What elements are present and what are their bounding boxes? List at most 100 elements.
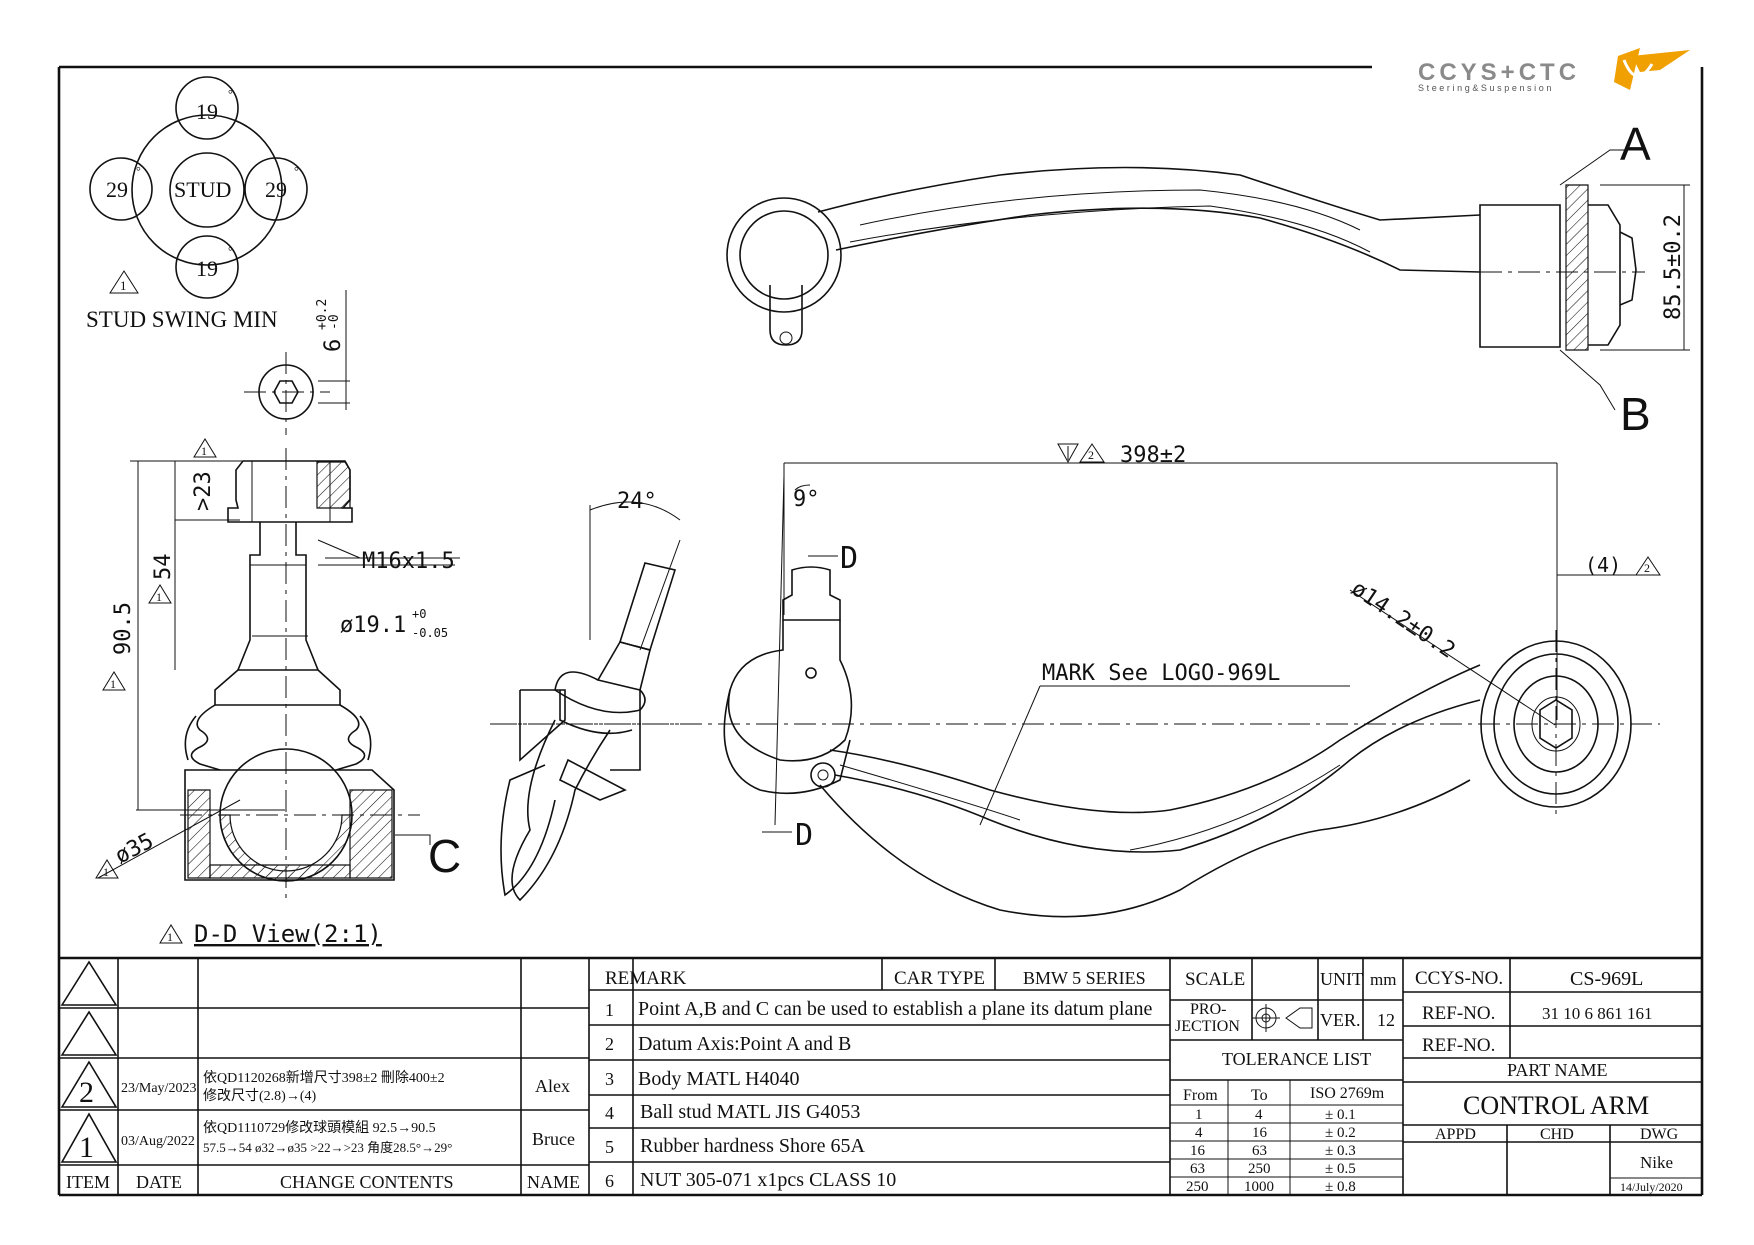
part-name-value: CONTROL ARM (1463, 1091, 1649, 1120)
svg-text:+0.2: +0.2 (315, 299, 330, 330)
revision-triangle-icon (193, 438, 217, 458)
logo-mark-icon (1614, 48, 1690, 90)
svg-text:1: 1 (156, 590, 162, 604)
svg-text:16: 16 (1190, 1143, 1206, 1159)
svg-text:1: 1 (1195, 1107, 1203, 1123)
logo-tagline: Steering&Suspension (1418, 83, 1554, 93)
datum-flag-icon (1057, 443, 1079, 464)
top-view-arm: 85.5±0.2 A B (726, 118, 1690, 440)
rev-header-item: ITEM (66, 1172, 110, 1192)
ver-value: 12 (1377, 1010, 1395, 1030)
svg-text:± 0.1: ± 0.1 (1325, 1107, 1356, 1123)
rev-date-2: 23/May/2023 (121, 1081, 196, 1096)
car-type-value: BMW 5 SERIES (1023, 968, 1146, 988)
swing-top: 19 (196, 99, 218, 124)
rev-content-1b: 57.5→54 ø32→ø35 >22→>23 角度28.5°→29° (203, 1140, 452, 1155)
svg-text:1: 1 (605, 1000, 614, 1020)
unit-value: mm (1370, 970, 1396, 989)
view-label: D-D View(2:1) (194, 920, 382, 948)
rev-header-contents: CHANGE CONTENTS (280, 1172, 454, 1192)
svg-text:JECTION: JECTION (1175, 1018, 1240, 1035)
dim-90-5: 90.5 (111, 602, 136, 655)
svg-text:°: ° (136, 164, 141, 178)
revision-triangle-icon (1079, 443, 1105, 463)
rev-content-1a: 依QD1110729修改球頭模組 92.5→90.5 (203, 1120, 436, 1136)
ref-no-value-1: 31 10 6 861 161 (1542, 1004, 1653, 1023)
ccys-no-label: CCYS-NO. (1415, 968, 1503, 989)
swing-left: 29 (106, 177, 128, 202)
svg-text:-0.05: -0.05 (412, 626, 448, 640)
svg-text:± 0.2: ± 0.2 (1325, 1125, 1356, 1141)
projection-symbol-icon (1252, 1004, 1313, 1032)
svg-text:°: ° (228, 244, 233, 258)
dim-dia-35: ø35 (111, 829, 158, 870)
revision-triangle-icon (60, 960, 118, 1006)
revision-triangle-icon (60, 1010, 118, 1056)
swing-title: STUD SWING MIN (86, 307, 278, 332)
unit-label: UNIT (1320, 969, 1363, 989)
remark-item-6: NUT 305-071 x1pcs CLASS 10 (640, 1169, 896, 1191)
dim-dia-14-2: ø14.2±0.2 (1347, 576, 1460, 663)
revision-triangle-icon (148, 584, 172, 604)
svg-text:2: 2 (605, 1034, 614, 1054)
svg-text:+0: +0 (412, 607, 426, 621)
rev-header-date: DATE (136, 1172, 182, 1192)
dwg-label: DWG (1640, 1126, 1679, 1143)
dim-54: 54 (151, 554, 176, 581)
dim-398: 398±2 (1120, 443, 1186, 468)
ref-no-label-2: REF-NO. (1422, 1035, 1495, 1056)
svg-text:1000: 1000 (1244, 1179, 1274, 1195)
mark-note: MARK See LOGO-969L (1042, 661, 1280, 686)
tolerance-title: TOLERANCE LIST (1222, 1049, 1371, 1069)
svg-text:250: 250 (1248, 1161, 1271, 1177)
swing-center: STUD (174, 177, 231, 202)
dim-angle-9: 9° (793, 487, 820, 512)
svg-text:250: 250 (1186, 1179, 1209, 1195)
section-d-bottom: D (795, 818, 813, 853)
svg-text:To: To (1251, 1087, 1268, 1104)
svg-text:± 0.3: ± 0.3 (1325, 1143, 1356, 1159)
remark-item-5: Rubber hardness Shore 65A (640, 1135, 866, 1157)
svg-text:1: 1 (110, 677, 116, 691)
dim-hex: 6 (321, 339, 346, 352)
rev-item-1: 1 (79, 1131, 94, 1164)
ver-label: VER. (1320, 1010, 1361, 1030)
svg-text:°: ° (294, 164, 299, 178)
svg-text:From: From (1183, 1087, 1218, 1104)
svg-text:63: 63 (1190, 1161, 1205, 1177)
rev-name-1: Bruce (532, 1129, 575, 1149)
sheet-border (57, 65, 1704, 1197)
swing-right: 29 (265, 177, 287, 202)
svg-text:16: 16 (1252, 1125, 1268, 1141)
svg-text:4: 4 (1195, 1125, 1203, 1141)
svg-text:3: 3 (605, 1069, 614, 1089)
revision-triangle-icon (60, 1112, 118, 1163)
section-dd-view: >23 54 1 90.5 1 1 M16x1.5 ø19.1 +0 -0.05… (95, 438, 461, 948)
revision-triangle-icon (1635, 556, 1661, 576)
remark-item-2: Datum Axis:Point A and B (638, 1033, 851, 1055)
scale-label: SCALE (1185, 969, 1245, 990)
svg-text:1: 1 (201, 444, 207, 458)
dim-23: >23 (191, 471, 216, 511)
remark-item-1: Point A,B and C can be used to establish… (638, 998, 1152, 1020)
revision-triangle-icon (60, 1060, 118, 1108)
dim-angle-24: 24° (617, 489, 657, 514)
brand-logo: CCYS+CTC Steering&Suspension (1418, 48, 1690, 93)
car-type-label: CAR TYPE (894, 968, 985, 989)
svg-text:1: 1 (167, 930, 173, 944)
svg-text:± 0.8: ± 0.8 (1325, 1179, 1356, 1195)
revision-triangle-icon (102, 671, 126, 691)
section-d-top: D (840, 541, 858, 576)
dim-85-5: 85.5±0.2 (1661, 214, 1686, 320)
dim-dia-19-1: ø19.1 (340, 613, 406, 638)
svg-text:2: 2 (1088, 448, 1094, 462)
remark-title: REMARK (605, 968, 687, 989)
swing-bottom: 19 (196, 256, 218, 281)
svg-text:5: 5 (605, 1137, 614, 1157)
svg-text:4: 4 (605, 1103, 614, 1123)
svg-text:± 0.5: ± 0.5 (1325, 1161, 1356, 1177)
svg-text:2: 2 (1644, 561, 1650, 575)
svg-text:°: ° (228, 87, 233, 101)
